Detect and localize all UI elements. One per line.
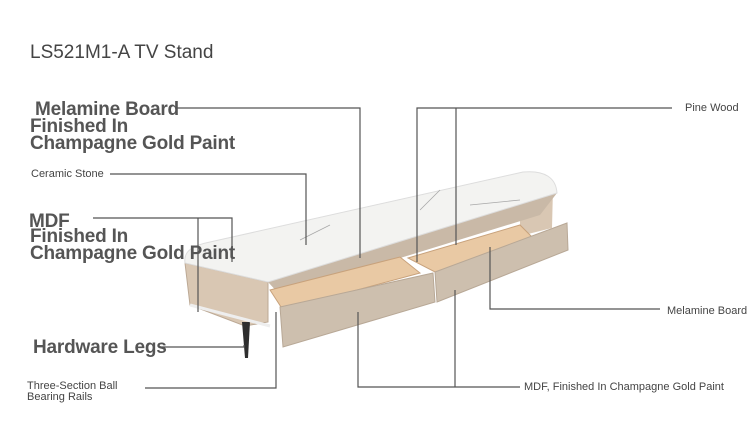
left-drawer-interior bbox=[269, 256, 422, 311]
label-mdf-finish: Finished In bbox=[30, 226, 129, 247]
line-melamine-top bbox=[175, 107, 361, 258]
body-strip bbox=[268, 193, 557, 295]
label-rails-2: Bearing Rails bbox=[27, 391, 93, 403]
leader-lines bbox=[93, 107, 672, 389]
line-legs bbox=[160, 345, 245, 348]
left-drawer-front bbox=[279, 272, 436, 348]
label-hardware-legs: Hardware Legs bbox=[33, 337, 167, 358]
line-mdf-left bbox=[93, 217, 233, 262]
label-melamine-paint: Champagne Gold Paint bbox=[30, 133, 236, 154]
label-rails-1: Three-Section Ball bbox=[27, 380, 118, 392]
tv-stand-image bbox=[184, 171, 569, 358]
label-melamine-right: Melamine Board bbox=[667, 305, 748, 317]
line-pine bbox=[416, 107, 672, 262]
line-rails bbox=[145, 312, 277, 389]
label-mdf-bottom: MDF, Finished In Champagne Gold Paint bbox=[524, 381, 724, 393]
line-mdf-bottom bbox=[357, 312, 520, 388]
label-melamine-finish: Finished In bbox=[30, 116, 129, 137]
label-mdf: MDF bbox=[29, 211, 70, 232]
line-melamine-right bbox=[489, 247, 660, 310]
label-melamine-board: Melamine Board bbox=[35, 99, 179, 120]
line-ceramic bbox=[110, 173, 307, 245]
product-title: LS521M1-A TV Stand bbox=[30, 42, 214, 63]
ceramic-stone-top bbox=[184, 171, 558, 283]
label-mdf-paint: Champagne Gold Paint bbox=[30, 243, 236, 264]
hardware-leg bbox=[242, 322, 250, 358]
label-ceramic-stone: Ceramic Stone bbox=[31, 168, 104, 180]
label-pine-wood: Pine Wood bbox=[685, 102, 739, 114]
right-drawer-front bbox=[434, 222, 569, 303]
